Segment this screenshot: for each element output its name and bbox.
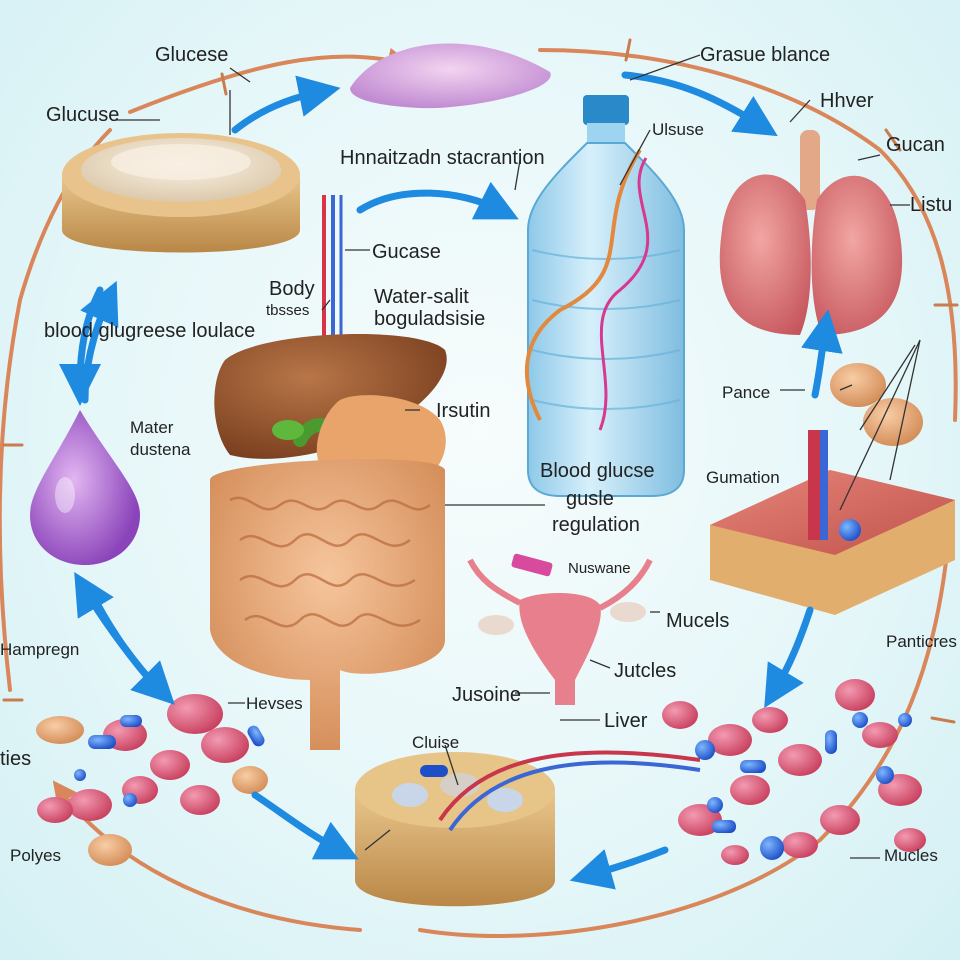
label-mucels-top: Mucels	[666, 610, 730, 632]
label-hampregn: Hampregn	[0, 640, 80, 659]
label-nusvane: Nuswane	[568, 560, 631, 577]
intestines	[210, 459, 445, 750]
label-blood-glucose-regulation-line2: gusle	[566, 488, 614, 510]
label-blood-loulace: blood glugreese loulace	[44, 320, 256, 342]
label-water-duodena-line2: dustena	[130, 440, 191, 459]
label-juscles: Jutcles	[614, 660, 677, 682]
label-hevses: Hevses	[246, 694, 303, 713]
blood-cells-right	[662, 679, 926, 865]
liver	[214, 333, 447, 459]
label-hydration: Hnnaitzadn stacrantion	[340, 147, 545, 169]
label-ulsuse: Ulsuse	[652, 120, 704, 139]
water-droplet	[30, 410, 140, 565]
label-mucles-bottom: Mucles	[884, 846, 938, 865]
label-jusoine: Jusoine	[452, 684, 521, 706]
label-ties: ties	[0, 748, 32, 770]
label-gucase: Gucase	[372, 241, 441, 263]
label-cluise: Cluise	[412, 733, 460, 752]
label-listu: Listu	[910, 194, 953, 216]
pancreas-cells	[830, 363, 923, 446]
glucose-powder-pile	[350, 43, 551, 109]
flow-arrows	[59, 71, 843, 890]
label-pance: Pance	[722, 383, 771, 402]
label-gumation: Gumation	[706, 468, 780, 487]
label-panticrese: Panticres	[886, 632, 957, 651]
label-liver-top: Hhver	[820, 90, 874, 112]
cycle-ring	[0, 38, 959, 938]
glucose-dish	[62, 133, 300, 253]
label-insulin: Irsutin	[436, 400, 491, 422]
label-leader-lines	[115, 54, 921, 859]
label-blood-glucose-regulation-line3: regulation	[552, 514, 640, 536]
label-water-salt-line1: Water-salit	[374, 286, 469, 308]
muscle-tissue-block	[710, 430, 955, 615]
label-water-duodena-line1: Mater	[130, 418, 174, 437]
label-blood-glucose-regulation-line1: Blood glucse	[540, 460, 655, 482]
label-body-tissues-line2: tbsses	[266, 302, 310, 319]
water-bottle	[524, 95, 685, 497]
label-gucan: Gucan	[886, 134, 945, 156]
label-body-tissues-line1: Body	[269, 278, 315, 300]
label-glucose-top: Glucese	[155, 44, 229, 66]
tissue-cross-section	[355, 750, 701, 907]
blood-cells-left	[36, 694, 268, 866]
label-salt-balance: Grasue blance	[700, 44, 831, 66]
label-water-salt-line2: boguladsisie	[374, 308, 486, 330]
lungs	[719, 130, 903, 335]
uterus	[467, 553, 653, 705]
label-polyes: Polyes	[10, 846, 62, 865]
label-glucose-left: Glucuse	[46, 104, 120, 126]
label-liver-mid: Liver	[604, 710, 648, 732]
